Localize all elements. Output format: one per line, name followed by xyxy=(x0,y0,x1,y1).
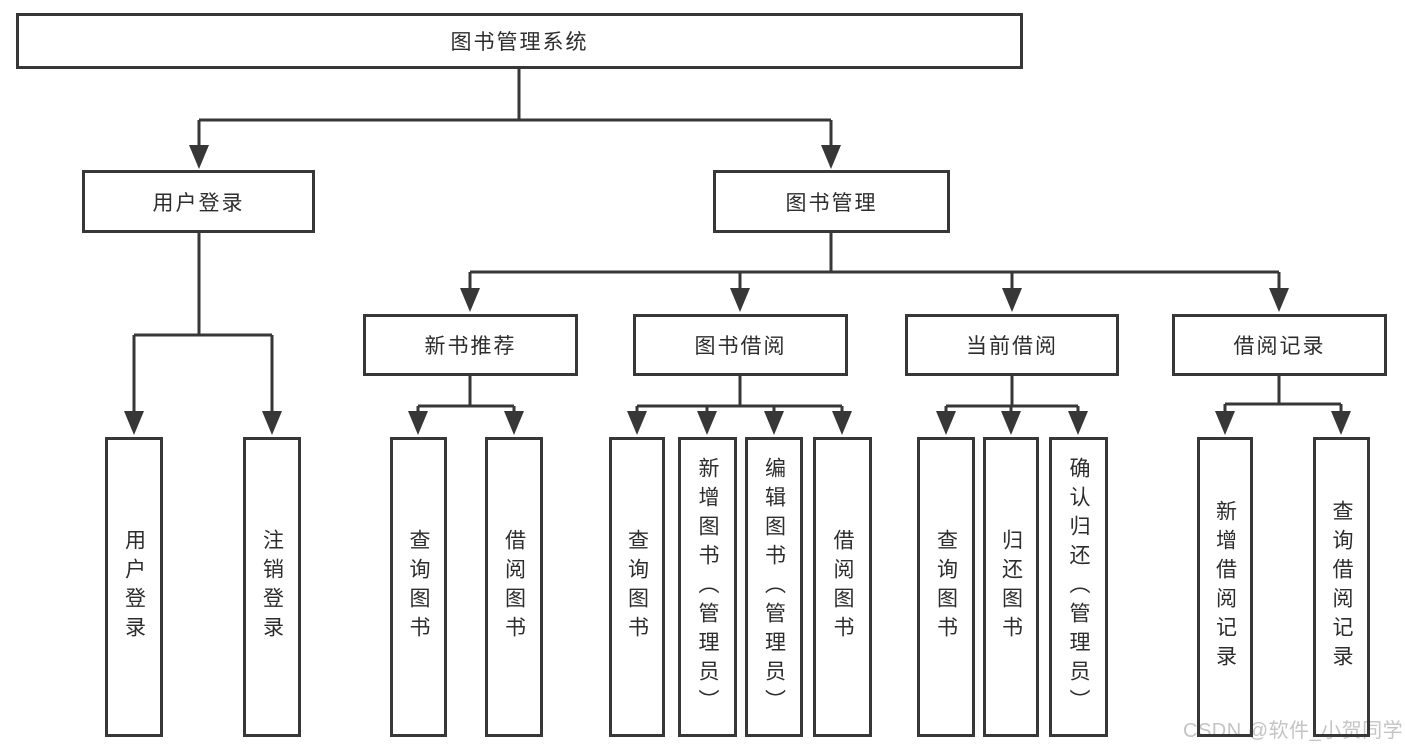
leaf-query-books-borrow: 查询图书 xyxy=(609,437,665,737)
node-new-book-recommend: 新书推荐 xyxy=(363,314,578,376)
node-borrow-records: 借阅记录 xyxy=(1172,314,1387,376)
node-library-management-system: 图书管理系统 xyxy=(16,13,1023,69)
leaf-query-borrow-record: 查询借阅记录 xyxy=(1313,437,1370,737)
leaf-confirm-return-admin: 确认归还（管理员） xyxy=(1049,437,1108,737)
leaf-user-login: 用户登录 xyxy=(105,437,163,737)
leaf-query-books-current: 查询图书 xyxy=(917,437,975,737)
leaf-add-borrow-record: 新增借阅记录 xyxy=(1197,437,1253,737)
node-current-borrow: 当前借阅 xyxy=(905,314,1119,376)
node-book-borrow: 图书借阅 xyxy=(633,314,848,376)
leaf-return-book: 归还图书 xyxy=(983,437,1039,737)
node-user-login: 用户登录 xyxy=(82,170,315,233)
leaf-edit-book-admin: 编辑图书（管理员） xyxy=(745,437,803,737)
node-book-management: 图书管理 xyxy=(713,170,950,233)
leaf-add-book-admin: 新增图书（管理员） xyxy=(678,437,737,737)
leaf-borrow-books: 借阅图书 xyxy=(813,437,872,737)
leaf-logout: 注销登录 xyxy=(243,437,301,737)
leaf-borrow-books-recommend: 借阅图书 xyxy=(485,437,543,737)
leaf-query-books-recommend: 查询图书 xyxy=(390,437,447,737)
